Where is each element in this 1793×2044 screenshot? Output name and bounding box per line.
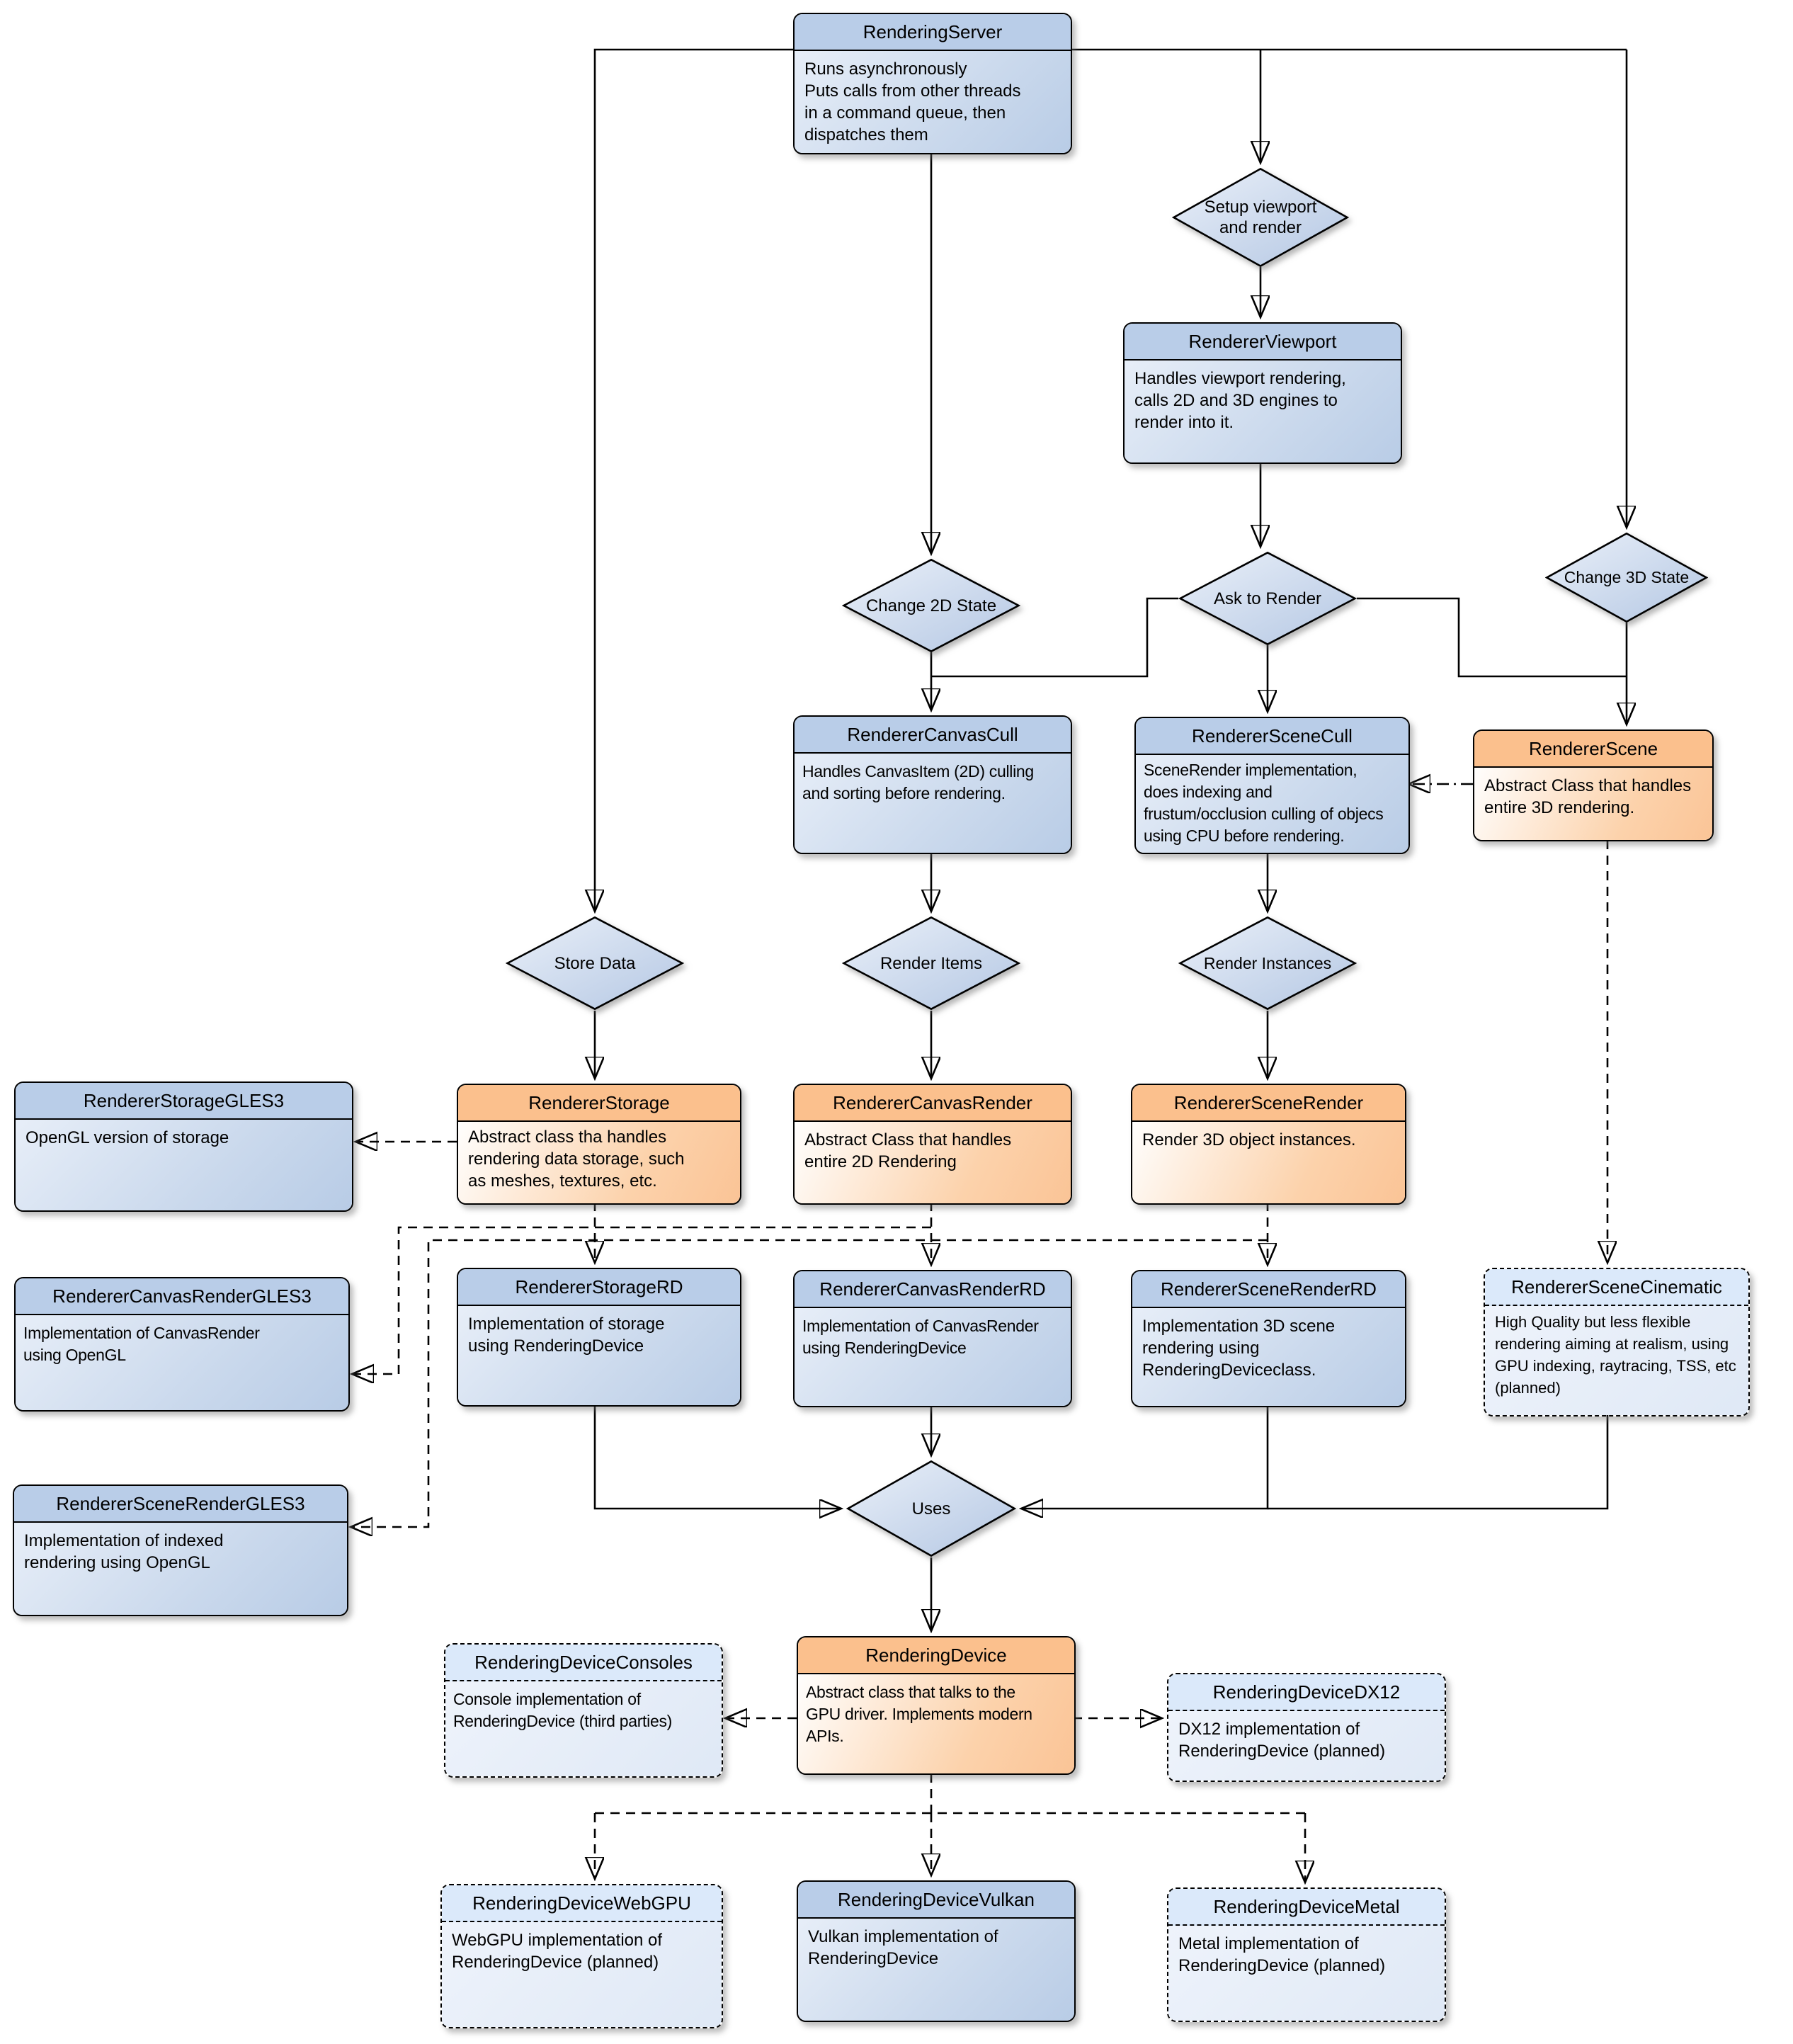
node-renderer-storage-gles3-title: RendererStorageGLES3 [16,1083,352,1120]
node-rendering-device-webgpu-body: WebGPU implementation of RenderingDevice… [442,1922,722,2027]
node-renderer-scene-render-rd: RendererSceneRenderRD Implementation 3D … [1131,1270,1406,1407]
node-rendering-device-vulkan-title: RenderingDeviceVulkan [798,1882,1074,1919]
node-renderer-scene-render-gles3-body: Implementation of indexed rendering usin… [14,1523,347,1615]
node-renderer-storage-rd-title: RendererStorageRD [458,1269,740,1306]
node-rendering-device-webgpu: RenderingDeviceWebGPU WebGPU implementat… [440,1884,723,2028]
node-renderer-viewport: RendererViewport Handles viewport render… [1123,322,1402,464]
decision-change-2d-state-label: Change 2D State [865,596,997,615]
decision-change-2d-state: Change 2D State [842,559,1020,652]
node-rendering-device: RenderingDevice Abstract class that talk… [797,1636,1076,1775]
node-renderer-storage-body: Abstract class tha handles rendering dat… [458,1122,740,1203]
node-renderer-scene-title: RendererScene [1474,731,1712,768]
node-rendering-device-metal-body: Metal implementation of RenderingDevice … [1168,1926,1445,2021]
edge-scenerd-to-uses [1022,1405,1269,1509]
node-renderer-storage: RendererStorage Abstract class tha handl… [457,1084,741,1205]
node-renderer-scene-cinematic: RendererSceneCinematic High Quality but … [1484,1268,1750,1416]
node-renderer-canvas-cull-body: Handles CanvasItem (2D) culling and sort… [795,754,1071,853]
node-renderer-scene-render-body: Render 3D object instances. [1132,1122,1405,1203]
node-rendering-server-title: RenderingServer [795,14,1071,51]
node-rendering-device-vulkan-body: Vulkan implementation of RenderingDevice [798,1919,1074,2021]
node-rendering-device-dx12-title: RenderingDeviceDX12 [1168,1674,1445,1711]
node-renderer-scene-render-title: RendererSceneRender [1132,1085,1405,1122]
decision-setup-viewport-label: Setup viewport and render [1204,198,1317,237]
node-renderer-scene-cinematic-title: RendererSceneCinematic [1485,1269,1748,1306]
node-rendering-device-metal: RenderingDeviceMetal Metal implementatio… [1167,1887,1446,2022]
decision-setup-viewport: Setup viewport and render [1172,168,1349,267]
node-rendering-server: RenderingServer Runs asynchronously Puts… [793,13,1072,154]
node-rendering-device-dx12-body: DX12 implementation of RenderingDevice (… [1168,1711,1445,1781]
node-renderer-storage-rd-body: Implementation of storage using Renderin… [458,1306,740,1405]
decision-change-3d-state-label: Change 3D State [1564,568,1690,586]
edge-server-to-storedata [595,48,793,911]
edge-ask-right-elbow [1357,597,1627,678]
node-renderer-viewport-title: RendererViewport [1125,324,1401,360]
node-renderer-scene-cull-body: SceneRender implementation, does indexin… [1136,755,1408,853]
node-renderer-scene-render-rd-title: RendererSceneRenderRD [1132,1271,1405,1308]
decision-change-3d-state: Change 3D State [1545,533,1708,623]
dashed-implementation-edges [351,784,1607,1882]
node-renderer-scene-render: RendererSceneRender Render 3D object ins… [1131,1084,1406,1205]
node-rendering-device-body: Abstract class that talks to the GPU dri… [798,1674,1074,1773]
node-renderer-scene: RendererScene Abstract Class that handle… [1473,729,1714,841]
node-renderer-storage-gles3-body: OpenGL version of storage [16,1120,352,1210]
node-rendering-device-metal-title: RenderingDeviceMetal [1168,1889,1445,1926]
node-rendering-server-body: Runs asynchronously Puts calls from othe… [795,51,1071,153]
node-rendering-device-title: RenderingDevice [798,1637,1074,1674]
node-rendering-device-dx12: RenderingDeviceDX12 DX12 implementation … [1167,1673,1446,1782]
decision-render-instances-label: Render Instances [1203,953,1332,972]
node-renderer-scene-body: Abstract Class that handles entire 3D re… [1474,768,1712,840]
node-renderer-canvas-render-gles3: RendererCanvasRenderGLES3 Implementation… [14,1277,350,1412]
node-renderer-scene-cull: RendererSceneCull SceneRender implementa… [1134,717,1410,854]
node-renderer-scene-cinematic-body: High Quality but less flexible rendering… [1485,1306,1748,1415]
node-renderer-canvas-render-rd-title: RendererCanvasRenderRD [795,1271,1071,1308]
edge-canvasrender-to-gles3 [353,1226,931,1374]
decision-render-items: Render Items [842,916,1020,1010]
node-rendering-device-vulkan: RenderingDeviceVulkan Vulkan implementat… [797,1880,1076,2022]
edge-cinematic-to-uses [1268,1414,1609,1510]
decision-ask-to-render-label: Ask to Render [1213,589,1322,608]
decision-render-items-label: Render Items [880,953,983,973]
decision-uses-label: Uses [911,1499,951,1518]
node-renderer-scene-render-gles3-title: RendererSceneRenderGLES3 [14,1486,347,1523]
node-renderer-scene-render-rd-body: Implementation 3D scene rendering using … [1132,1308,1405,1406]
node-renderer-scene-render-gles3: RendererSceneRenderGLES3 Implementation … [13,1484,348,1616]
node-renderer-canvas-cull-title: RendererCanvasCull [795,717,1071,754]
decision-store-data: Store Data [506,916,684,1010]
decision-render-instances: Render Instances [1178,916,1357,1010]
node-renderer-canvas-render-gles3-body: Implementation of CanvasRender using Ope… [16,1315,348,1410]
node-rendering-device-consoles: RenderingDeviceConsoles Console implemen… [444,1643,723,1778]
node-renderer-canvas-render-rd: RendererCanvasRenderRD Implementation of… [793,1270,1072,1407]
node-renderer-storage-title: RendererStorage [458,1085,740,1122]
node-renderer-canvas-render-body: Abstract Class that handles entire 2D Re… [795,1122,1071,1203]
edge-scenerender-to-gles3 [351,1239,1268,1527]
decision-ask-to-render: Ask to Render [1178,552,1357,645]
decision-store-data-label: Store Data [554,953,636,973]
node-renderer-canvas-cull: RendererCanvasCull Handles CanvasItem (2… [793,715,1072,854]
node-rendering-device-webgpu-title: RenderingDeviceWebGPU [442,1885,722,1922]
solid-flow-edges [593,48,1627,1630]
node-renderer-scene-cull-title: RendererSceneCull [1136,718,1408,755]
node-renderer-storage-rd: RendererStorageRD Implementation of stor… [457,1268,741,1407]
node-renderer-viewport-body: Handles viewport rendering, calls 2D and… [1125,360,1401,462]
decision-uses: Uses [846,1460,1016,1557]
edge-ask-left-elbow [931,597,1178,678]
node-renderer-canvas-render: RendererCanvasRender Abstract Class that… [793,1084,1072,1205]
node-rendering-device-consoles-body: Console implementation of RenderingDevic… [445,1681,722,1776]
edge-storagerd-to-uses [593,1404,841,1509]
node-rendering-device-consoles-title: RenderingDeviceConsoles [445,1645,722,1681]
node-renderer-storage-gles3: RendererStorageGLES3 OpenGL version of s… [14,1081,353,1212]
node-renderer-canvas-render-rd-body: Implementation of CanvasRender using Ren… [795,1308,1071,1406]
node-renderer-canvas-render-title: RendererCanvasRender [795,1085,1071,1122]
node-renderer-canvas-render-gles3-title: RendererCanvasRenderGLES3 [16,1278,348,1315]
